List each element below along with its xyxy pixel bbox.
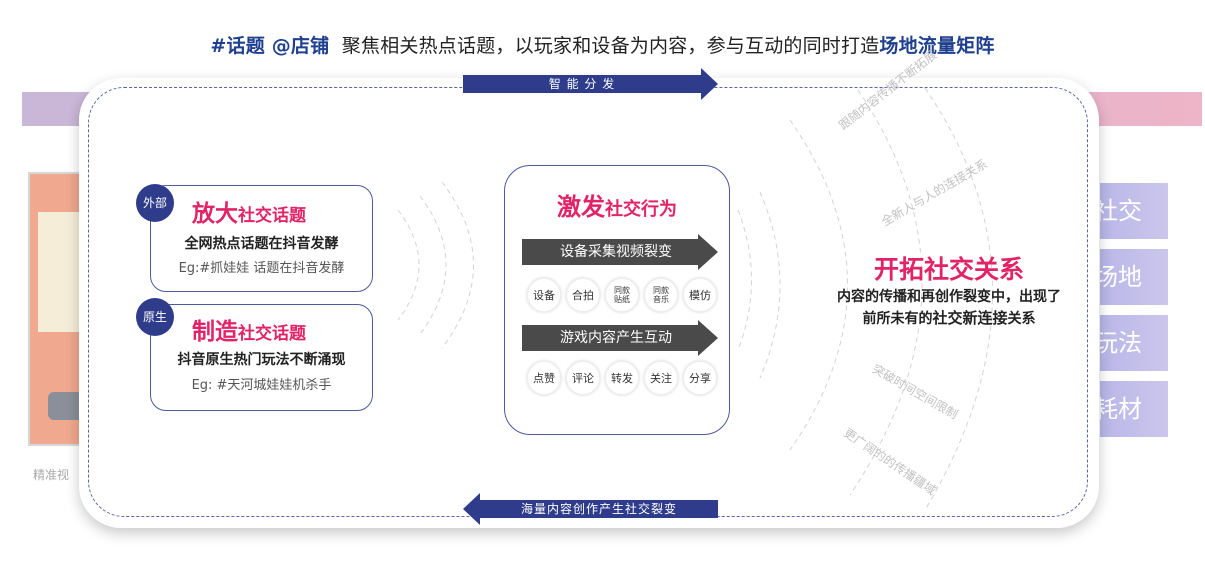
top-arrow-shape xyxy=(463,68,718,100)
action-same-sticker-label: 同款贴纸 xyxy=(614,286,630,304)
game-interaction-bar-label: 游戏内容产生互动 xyxy=(560,330,672,346)
expand-relations-line2-pre: 前所未有的 xyxy=(862,311,933,327)
expand-relations-line2-bold: 社交新连接 xyxy=(932,309,1008,327)
headline-highlight: 场地流量矩阵 xyxy=(879,35,995,57)
expand-relations-title: 开拓社交关系 xyxy=(873,255,1024,284)
expand-relations-line2-post: 关系 xyxy=(1007,311,1036,327)
arc-left-1 xyxy=(397,209,420,321)
stimulate-title-big: 激发 xyxy=(557,193,605,221)
bottom-arrow-shape xyxy=(463,493,718,525)
device-video-bar-label: 设备采集视频裂变 xyxy=(560,244,672,260)
expand-relations-line1: 内容的传播和再创作裂变中，出现了 xyxy=(837,289,1061,305)
arc-left-2 xyxy=(419,195,447,335)
device-video-bar-shape xyxy=(522,234,718,270)
create-topic-box xyxy=(150,304,373,411)
bottom-arrow-label: 海量内容创作产生社交裂变 xyxy=(520,502,677,516)
stimulate-title: 激发社交行为 xyxy=(504,187,730,222)
native-tag: 原生 xyxy=(136,298,174,336)
right-tab-gameplay[interactable]: 玩法 xyxy=(1100,315,1168,371)
background-caption: 精准视 xyxy=(33,468,70,482)
arc-right-3 xyxy=(924,87,993,511)
action-same-music-label: 同款音乐 xyxy=(653,286,669,304)
arc-mid-2 xyxy=(759,191,781,379)
amplify-title-big: 放大 xyxy=(192,201,238,227)
amplify-title: 放大社交话题 xyxy=(192,194,306,228)
action-follow[interactable]: 关注 xyxy=(644,361,678,395)
action-same-sticker[interactable]: 同款贴纸 xyxy=(605,278,639,312)
top-arrow-label: 智 能 分 发 xyxy=(548,77,616,91)
headline: #话题 @店铺 聚焦相关热点话题，以玩家和设备为内容，参与互动的同时打造场地流量… xyxy=(0,31,1205,58)
action-imitate[interactable]: 模仿 xyxy=(683,278,717,312)
stimulate-title-small: 社交行为 xyxy=(605,199,677,220)
amplify-topic-box xyxy=(150,185,373,292)
expand-relations-text: 内容的传播和再创作裂变中，出现了 前所未有的社交新连接关系 xyxy=(815,287,1083,330)
action-comment[interactable]: 评论 xyxy=(566,361,600,395)
create-subtitle: 抖音原生热门玩法不断涌现 xyxy=(177,352,346,368)
amplify-example: Eg:#抓娃娃 话题在抖音发酵 xyxy=(178,261,345,276)
interaction-actions-row: 点赞 评论 转发 关注 分享 xyxy=(527,361,717,395)
arc-left-3 xyxy=(441,181,474,349)
arc-mid-1 xyxy=(737,209,752,351)
action-share-forward[interactable]: 转发 xyxy=(605,361,639,395)
action-same-music[interactable]: 同款音乐 xyxy=(644,278,678,312)
right-tab-consumables[interactable]: 耗材 xyxy=(1100,381,1168,437)
create-title: 制造社交话题 xyxy=(192,312,306,346)
headline-text: 聚焦相关热点话题，以玩家和设备为内容，参与互动的同时打造 xyxy=(341,35,880,57)
create-title-small: 社交话题 xyxy=(238,324,306,344)
expand-relations-line2: 前所未有的社交新连接关系 xyxy=(815,308,1083,330)
right-tab-venue[interactable]: 场地 xyxy=(1100,249,1168,305)
action-duet[interactable]: 合拍 xyxy=(566,278,600,312)
create-title-big: 制造 xyxy=(192,319,238,345)
create-example: Eg: #天河城娃娃机杀手 xyxy=(191,378,332,393)
headline-hashtags: #话题 @店铺 xyxy=(210,35,330,57)
amplify-title-small: 社交话题 xyxy=(238,206,306,226)
device-actions-row: 设备 合拍 同款贴纸 同款音乐 模仿 xyxy=(527,278,717,312)
action-device[interactable]: 设备 xyxy=(527,278,561,312)
game-interaction-bar-shape xyxy=(522,320,718,356)
amplify-subtitle: 全网热点话题在抖音发酵 xyxy=(184,236,339,252)
external-tag: 外部 xyxy=(136,184,174,222)
action-like[interactable]: 点赞 xyxy=(527,361,561,395)
right-tab-social[interactable]: 社交 xyxy=(1100,183,1168,239)
action-share[interactable]: 分享 xyxy=(683,361,717,395)
